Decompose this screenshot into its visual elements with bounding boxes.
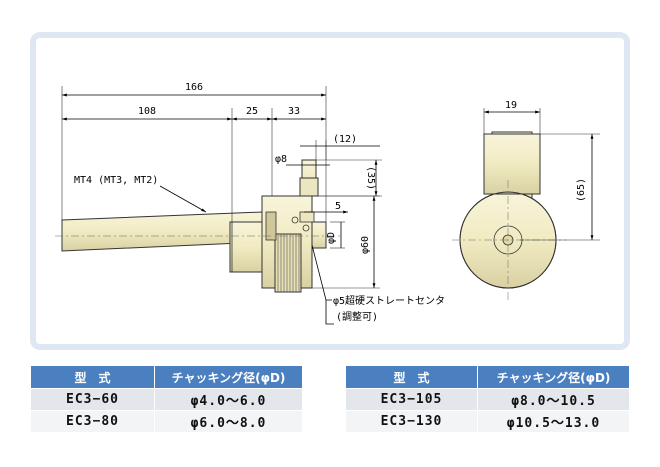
spec-table-left: 型 式 チャッキング径(φD) EC3−60 φ4.0〜6.0 EC3−80 φ… — [30, 365, 303, 433]
model-cell: EC3−80 — [30, 410, 155, 433]
range-cell: φ4.0〜6.0 — [154, 388, 303, 411]
dim-19: 19 — [505, 100, 517, 111]
taper-label: MT4 (MT3, MT2) — [74, 175, 158, 186]
dim-phi60: φ60 — [360, 236, 371, 254]
dim-25: 25 — [246, 106, 258, 117]
table-row: EC3−60 φ4.0〜6.0 — [30, 388, 303, 411]
range-cell: φ6.0〜8.0 — [154, 410, 303, 433]
model-cell: EC3−130 — [345, 410, 478, 433]
table-row: EC3−130 φ10.5〜13.0 — [345, 410, 630, 433]
model-cell: EC3−105 — [345, 388, 478, 411]
spec-table-right: 型 式 チャッキング径(φD) EC3−105 φ8.0〜10.5 EC3−13… — [345, 365, 630, 433]
range-cell: φ10.5〜13.0 — [477, 410, 630, 433]
dim-12: (12) — [333, 134, 357, 145]
dim-65: (65) — [576, 178, 587, 202]
header-model: 型 式 — [345, 365, 478, 389]
technical-drawing: 166 108 25 33 (12) φ8 (35) 5 φD φ60 MT4 … — [55, 82, 600, 325]
center-note-line2: (調整可) — [336, 310, 378, 323]
model-cell: EC3−60 — [30, 388, 155, 411]
header-range: チャッキング径(φD) — [154, 365, 303, 389]
dim-166: 166 — [185, 82, 203, 93]
dim-phiD: φD — [326, 232, 337, 244]
header-model: 型 式 — [30, 365, 155, 389]
range-cell: φ8.0〜10.5 — [477, 388, 630, 411]
center-note-line1: φ5超硬ストレートセンタ — [333, 294, 445, 307]
table-row: EC3−105 φ8.0〜10.5 — [345, 388, 630, 411]
header-range: チャッキング径(φD) — [477, 365, 630, 389]
dim-35: (35) — [365, 166, 376, 190]
shank-step — [229, 221, 263, 273]
dim-5: 5 — [335, 201, 341, 212]
table-row: EC3−80 φ6.0〜8.0 — [30, 410, 303, 433]
dim-phi8: φ8 — [275, 154, 287, 165]
knurled-ring — [274, 233, 302, 293]
dim-108: 108 — [138, 106, 156, 117]
chuck-nose — [311, 221, 327, 249]
dim-33: 33 — [288, 106, 300, 117]
